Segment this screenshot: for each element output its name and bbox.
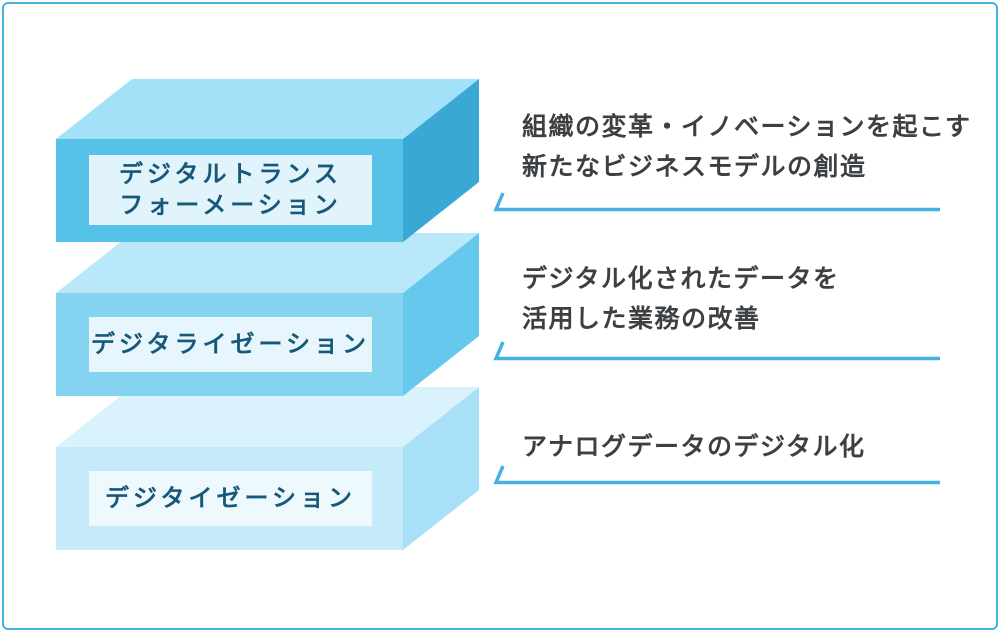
layer-label-digitization: デジタイゼーション	[89, 471, 372, 526]
underline-digitalization	[493, 341, 940, 361]
underline-digitization	[493, 465, 940, 485]
layer-label-digital-transformation: デジタルトランス フォーメーション	[89, 155, 372, 225]
layer-digitalization: デジタライゼーション	[56, 233, 479, 396]
box-top-face	[56, 79, 479, 139]
box-top-face	[56, 387, 479, 447]
description-digital-transformation: 組織の変革・イノベーションを起こす 新たなビジネスモデルの創造	[522, 113, 972, 181]
underline-digital-transformation	[493, 192, 940, 212]
box-side-face	[403, 79, 479, 242]
box-side-face	[403, 387, 479, 550]
underline-stroke	[493, 465, 940, 485]
description-digitization: アナログデータのデジタル化	[522, 433, 866, 461]
description-digitalization: デジタル化されたデータを 活用した業務の改善	[522, 265, 840, 333]
box-side-face	[403, 233, 479, 396]
layer-digital-transformation: デジタルトランス フォーメーション	[56, 79, 479, 242]
layer-digitization: デジタイゼーション	[56, 387, 479, 550]
underline-stroke	[493, 192, 940, 212]
box-top-face	[56, 233, 479, 293]
layer-label-digitalization: デジタライゼーション	[89, 317, 372, 372]
underline-stroke	[493, 341, 940, 361]
